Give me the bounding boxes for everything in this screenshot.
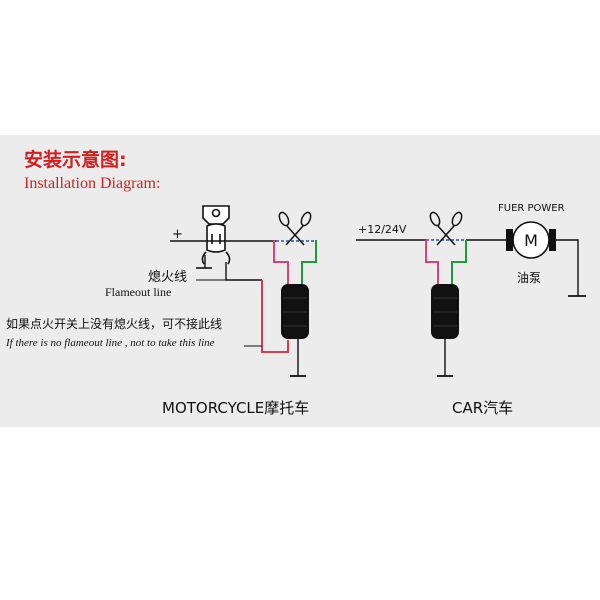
- motor-right-cap: [549, 229, 556, 251]
- motor-left-cap: [506, 229, 513, 251]
- car-label: CAR汽车: [452, 399, 513, 417]
- scissors-icon-car: [429, 211, 463, 246]
- note-chinese: 如果点火开关上没有熄火线，可不接此线: [6, 316, 222, 331]
- flameout-wire-red: [261, 280, 289, 353]
- fuel-pump-label: 油泵: [517, 271, 541, 285]
- flameout-label-chinese: 熄火线: [148, 270, 187, 285]
- title-chinese: 安装示意图:: [24, 148, 127, 171]
- plus-sign: +: [172, 227, 183, 242]
- pump-ground-wire: [556, 239, 579, 296]
- background-band: [0, 135, 600, 427]
- car-signal-wires: [425, 240, 467, 286]
- motor-letter: M: [524, 231, 538, 250]
- motorcycle-label: MOTORCYCLE摩托车: [162, 399, 309, 417]
- ignition-key-icon: [201, 205, 231, 265]
- scissors-icon-motorcycle: [278, 211, 312, 246]
- fuel-power-label: FUER POWER: [498, 203, 565, 214]
- car-voltage-label: +12/24V: [358, 223, 407, 236]
- motorcycle-signal-wires: [273, 240, 317, 286]
- fuel-pump-motor-icon: [512, 221, 550, 259]
- title-english: Installation Diagram:: [24, 175, 160, 192]
- note-english: If there is no flameout line , not to ta…: [5, 337, 215, 349]
- flameout-label-english: Flameout line: [105, 285, 171, 299]
